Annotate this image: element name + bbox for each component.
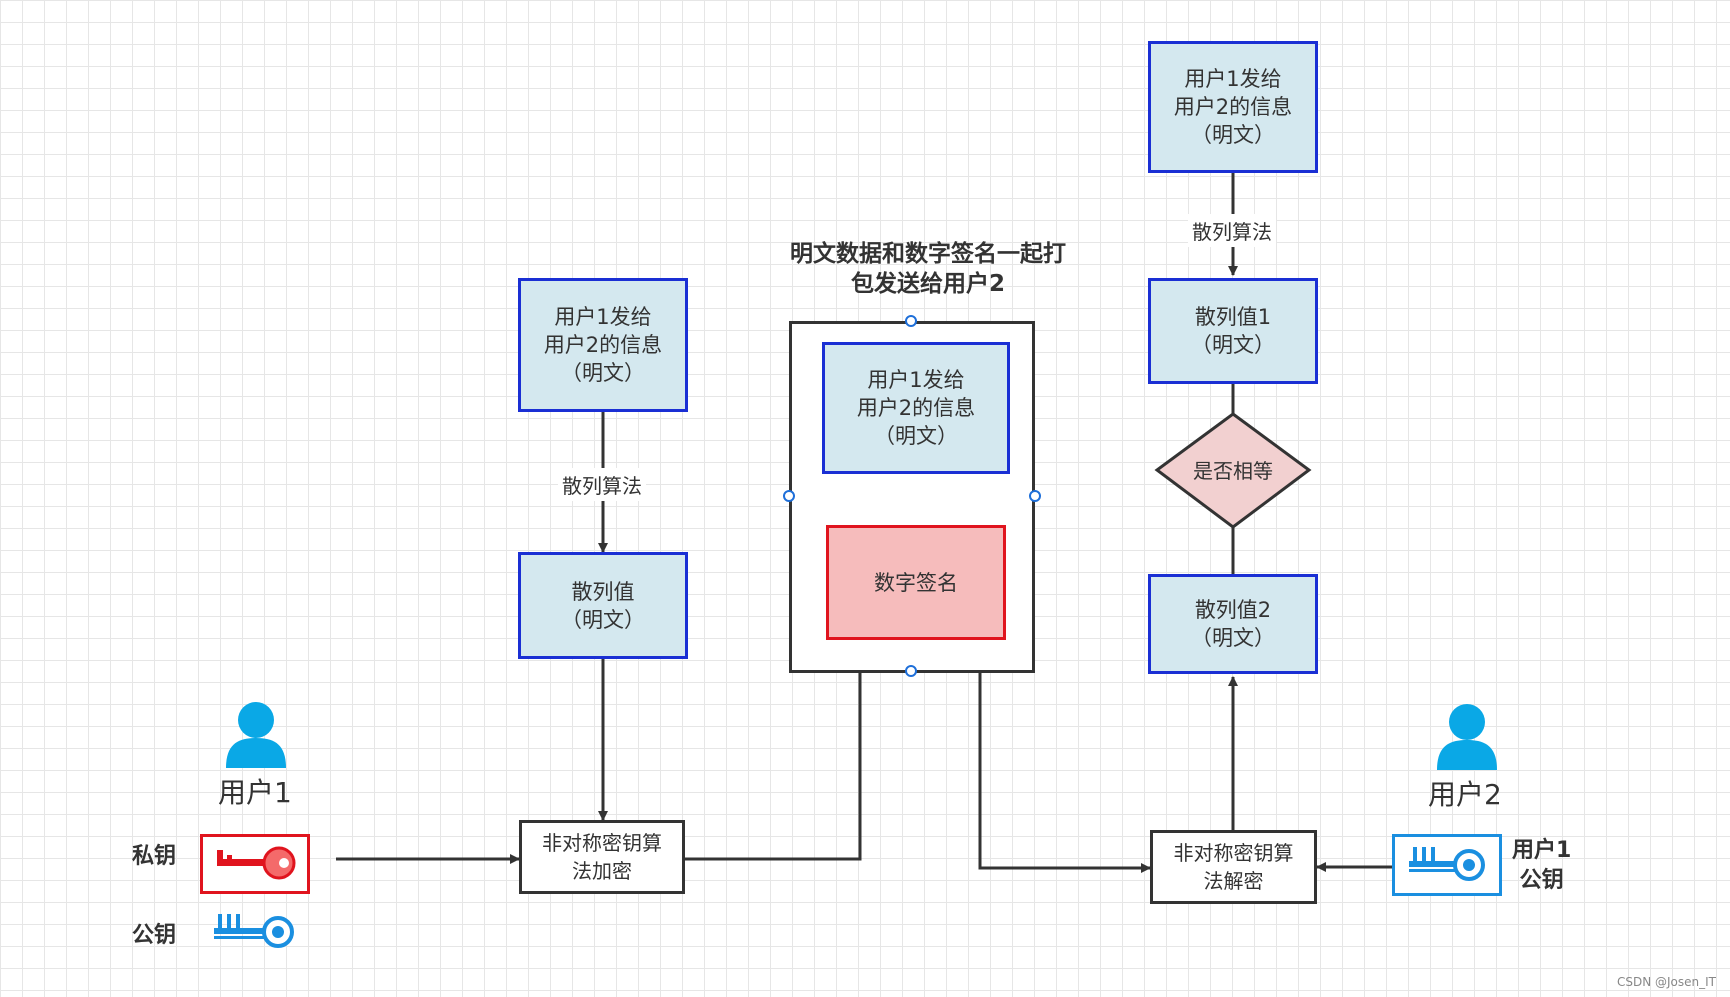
user1-public-key-label: 用户1 公钥 bbox=[1512, 838, 1572, 893]
user1-public-key-box bbox=[1392, 834, 1502, 896]
edge-package-to-decrypt bbox=[978, 655, 1151, 873]
right-message-box: 用户1发给 用户2的信息 （明文） bbox=[1148, 41, 1318, 173]
compare-diamond bbox=[1154, 412, 1312, 529]
selection-handle-right[interactable] bbox=[1029, 490, 1041, 502]
decrypt-box: 非对称密钥算 法解密 bbox=[1150, 830, 1317, 904]
user2-avatar-icon bbox=[1437, 704, 1497, 770]
public-key-label: 公钥 bbox=[132, 923, 177, 948]
hash-value-1-box: 散列值1 （明文） bbox=[1148, 278, 1318, 384]
selection-handle-bottom[interactable] bbox=[905, 665, 917, 677]
user1-name: 用户1 bbox=[218, 776, 292, 809]
user1-public-key-icon bbox=[1409, 847, 1485, 881]
encrypt-box: 非对称密钥算 法加密 bbox=[519, 820, 685, 894]
left-message-box: 用户1发给 用户2的信息 （明文） bbox=[518, 278, 688, 412]
package-title: 明文数据和数字签名一起打 包发送给用户2 bbox=[790, 241, 1066, 297]
edge-encrypt-to-signature bbox=[685, 647, 865, 861]
private-key-icon bbox=[217, 846, 296, 880]
watermark: CSDN @Josen_IT bbox=[1616, 975, 1716, 989]
left-hash-edge-label: 散列算法 bbox=[558, 468, 646, 501]
public-key-icon bbox=[214, 914, 294, 948]
left-hash-value-box: 散列值 （明文） bbox=[518, 552, 688, 659]
compare-label: 是否相等 bbox=[1193, 459, 1273, 483]
hash-value-2-box: 散列值2 （明文） bbox=[1148, 574, 1318, 674]
digital-signature-box: 数字签名 bbox=[826, 525, 1006, 640]
private-key-label: 私钥 bbox=[132, 844, 177, 869]
right-hash-edge-label: 散列算法 bbox=[1188, 214, 1276, 247]
user1-avatar-icon bbox=[226, 702, 286, 768]
selection-handle-left[interactable] bbox=[783, 490, 795, 502]
user2-name: 用户2 bbox=[1428, 778, 1502, 811]
private-key-box bbox=[200, 834, 310, 894]
selection-handle-top[interactable] bbox=[905, 315, 917, 327]
package-message-box: 用户1发给 用户2的信息 （明文） bbox=[822, 342, 1010, 474]
